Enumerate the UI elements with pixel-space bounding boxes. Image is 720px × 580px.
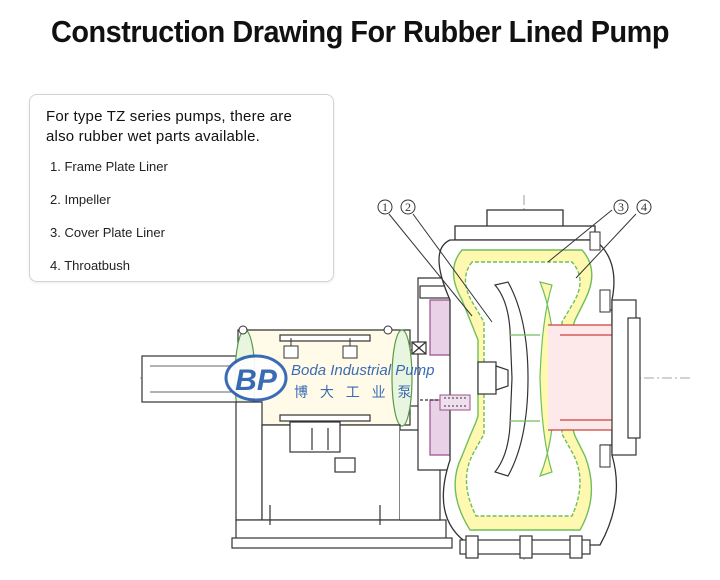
list-item: 1. Frame Plate Liner (50, 159, 168, 174)
callout-markers: 1 2 3 4 (377, 199, 652, 215)
leader-2 (412, 213, 493, 323)
callout-label-4: 4 (641, 200, 647, 214)
leader-4 (575, 213, 637, 279)
logo-ring (224, 354, 288, 402)
logo-mark: BP (235, 364, 278, 397)
parts-info-box: For type TZ series pumps, there are also… (29, 94, 334, 282)
list-item: 4. Throatbush (50, 258, 130, 273)
callout-label-2: 2 (405, 200, 411, 214)
callout-label-1: 1 (382, 200, 388, 214)
frame-pedestal (231, 401, 453, 549)
bottom-studs (459, 535, 591, 559)
info-intro-line-1: For type TZ series pumps, there are (46, 108, 292, 125)
casing-flange-bolts (589, 231, 611, 468)
impeller-nut (477, 361, 509, 395)
callout-label-3: 3 (618, 200, 624, 214)
page-title: Construction Drawing For Rubber Lined Pu… (51, 14, 669, 49)
leader-3 (547, 209, 613, 263)
housing-bolts (238, 325, 393, 359)
brand-chinese: 博 大 工 业 泵 (294, 384, 416, 400)
callout-circle-3 (613, 199, 629, 215)
boda-logo-watermark: BP Boda Industrial Pump 博 大 工 业 泵 (224, 354, 434, 402)
brand-name: Boda Industrial Pump (291, 362, 434, 379)
list-item: 2. Impeller (50, 192, 111, 207)
list-item: 3. Cover Plate Liner (50, 225, 165, 240)
callout-circle-4 (636, 199, 652, 215)
callout-circle-1 (377, 199, 393, 215)
callout-leaders (388, 209, 637, 323)
gland-packing (439, 394, 471, 411)
info-intro: For type TZ series pumps, there are also… (46, 107, 346, 147)
parts-list: 1. Frame Plate Liner 2. Impeller 3. Cove… (50, 159, 168, 291)
info-intro-line-2: also rubber wet parts available. (46, 128, 261, 145)
callout-circle-2 (400, 199, 416, 215)
throatbush-intake (548, 299, 641, 456)
leader-1 (388, 213, 473, 317)
